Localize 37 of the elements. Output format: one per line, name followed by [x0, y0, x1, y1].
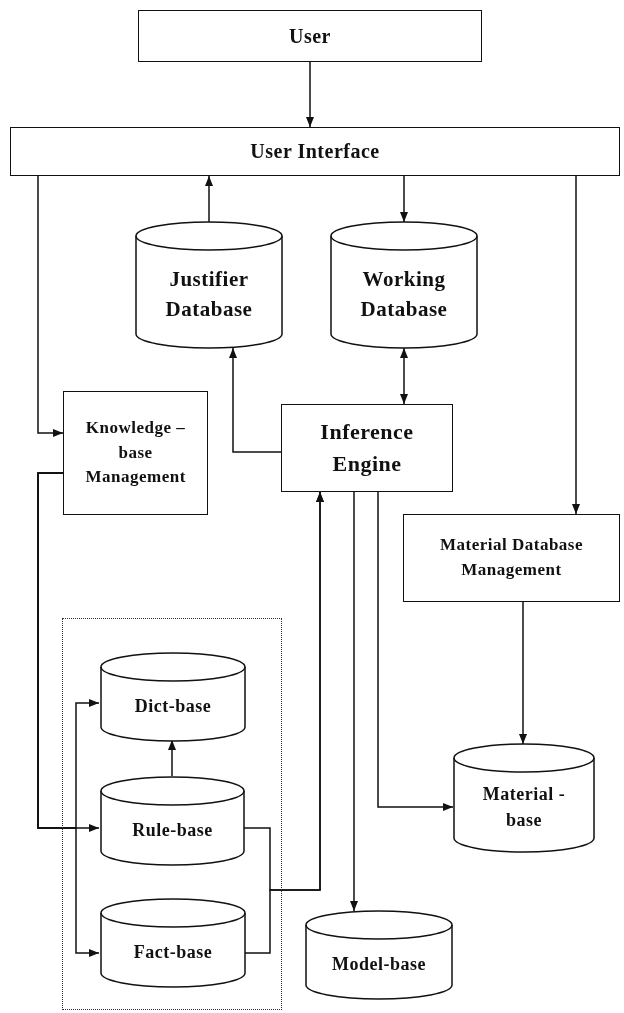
arrow — [168, 739, 176, 777]
arrow — [572, 175, 580, 515]
arrow — [519, 601, 527, 745]
process-box — [403, 514, 620, 602]
database-cylinder — [100, 899, 246, 987]
node-label: Dict-base — [134, 694, 212, 718]
node-label: Model-base — [332, 952, 426, 976]
node-label: User — [289, 23, 331, 49]
process-box — [63, 391, 208, 515]
node-label: Rule-base — [132, 818, 213, 842]
database-cylinder — [100, 777, 245, 865]
arrow — [306, 61, 314, 128]
arrow — [37, 175, 64, 437]
dotted-group-box — [62, 618, 282, 1010]
node-label: Knowledge –base Management — [85, 417, 186, 489]
arrow — [400, 175, 408, 223]
database-cylinder — [453, 744, 595, 852]
arrow — [350, 491, 358, 912]
process-box — [281, 404, 453, 492]
arrow — [377, 491, 454, 811]
arrow — [205, 175, 213, 223]
node-label: Material -base — [481, 782, 567, 832]
arrow — [400, 347, 408, 405]
node-label: User Interface — [250, 139, 380, 164]
process-box — [138, 10, 482, 62]
node-label: Inference Engine — [319, 418, 415, 478]
node-label: Material Database Management — [438, 534, 585, 581]
process-box — [10, 127, 620, 176]
arrow — [37, 472, 100, 957]
database-cylinder — [100, 653, 246, 741]
database-cylinder — [135, 222, 283, 348]
database-cylinder — [305, 911, 453, 999]
node-label: Fact-base — [133, 940, 213, 964]
arrow — [229, 347, 282, 453]
node-label: Working Database — [359, 265, 449, 323]
database-cylinder — [330, 222, 478, 348]
node-label: Justifier Database — [164, 265, 254, 323]
